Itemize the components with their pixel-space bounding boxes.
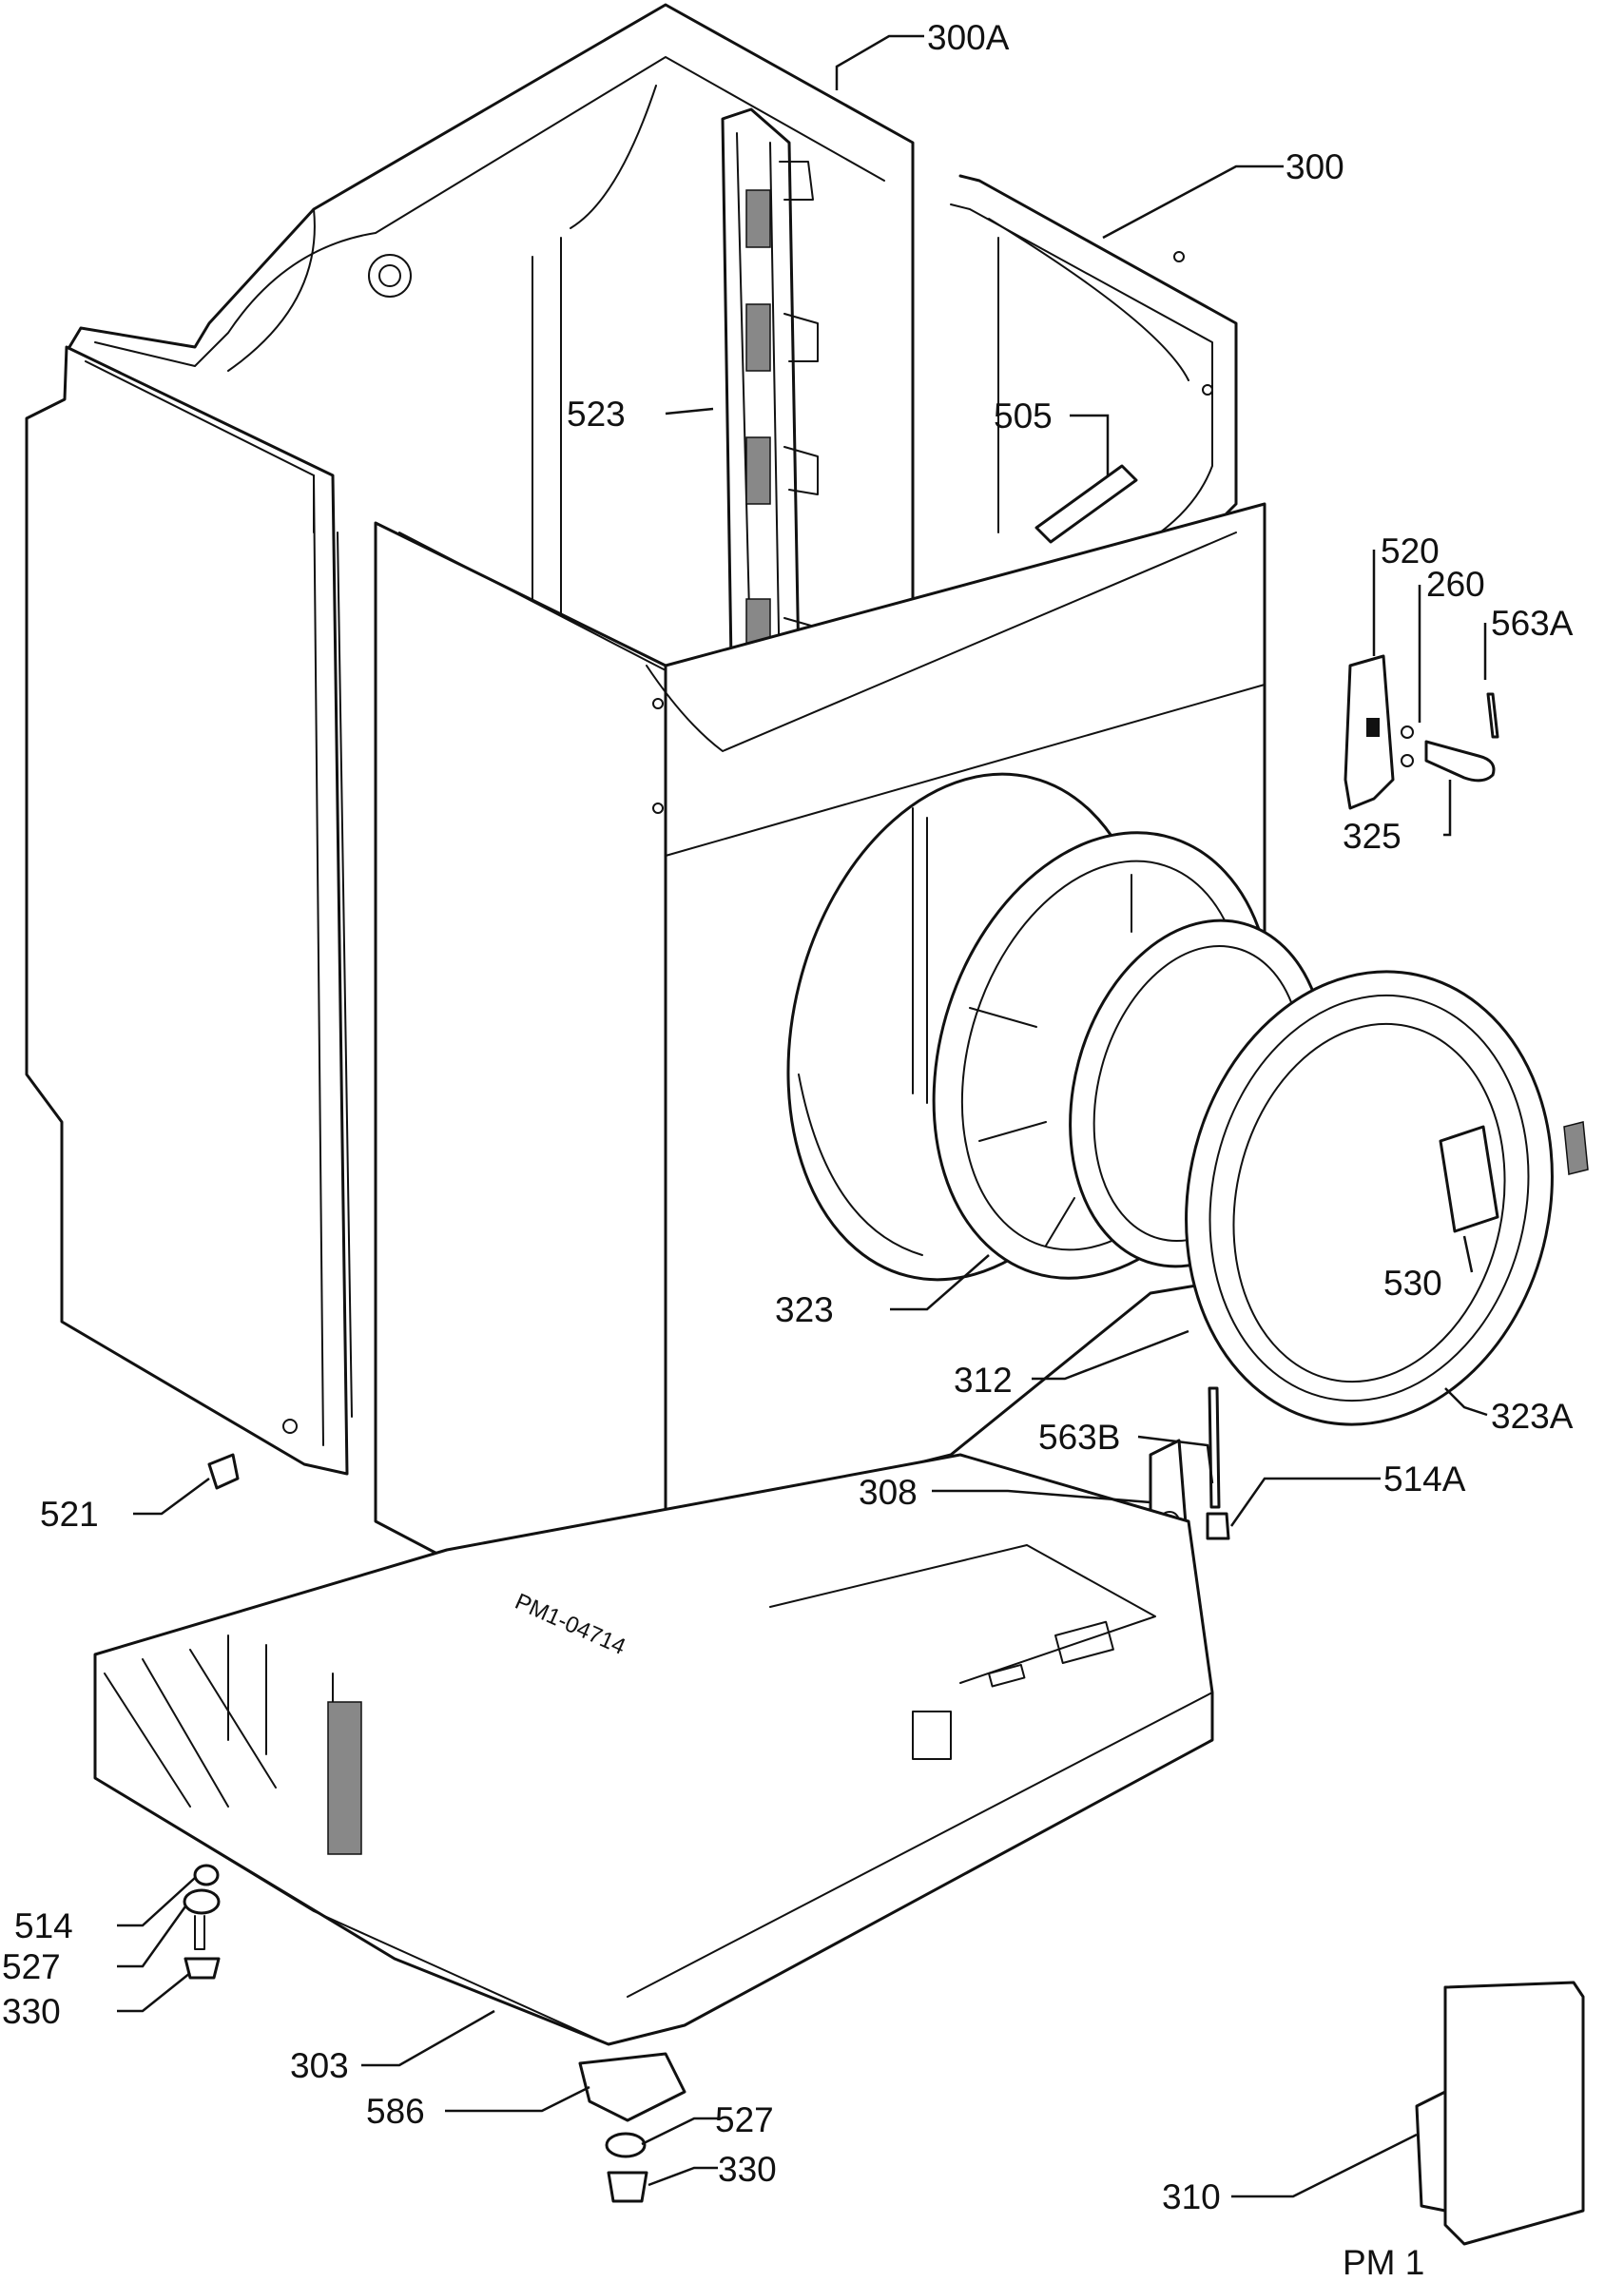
- label-303: 303: [290, 2046, 349, 2085]
- label-308: 308: [859, 1473, 918, 1512]
- left-foot-part: [183, 1864, 221, 1980]
- page-code: PM 1: [1343, 2243, 1424, 2282]
- label-514A: 514A: [1383, 1460, 1466, 1499]
- label-323A: 323A: [1491, 1397, 1574, 1436]
- label-310: 310: [1162, 2177, 1221, 2216]
- door-lock-part: [1344, 654, 1499, 810]
- right-foot-part: [578, 2052, 686, 2203]
- label-300: 300: [1286, 147, 1344, 186]
- label-300A: 300A: [927, 18, 1010, 57]
- label-325: 325: [1343, 817, 1402, 856]
- label-527-right: 527: [715, 2100, 774, 2139]
- label-521: 521: [40, 1495, 99, 1534]
- label-312: 312: [954, 1361, 1013, 1400]
- label-527-left: 527: [2, 1947, 61, 1986]
- right-side-panel-part: [950, 174, 1238, 567]
- drum-gasket-part: [932, 831, 1327, 1280]
- part-labels: 300A 300 523 505 520 260 563A 325 530 32…: [2, 18, 1574, 2216]
- label-330-left: 330: [2, 1992, 61, 2031]
- tube-part: [1034, 464, 1138, 544]
- leader-lines: [117, 34, 1488, 2198]
- label-586: 586: [366, 2092, 425, 2131]
- label-563A: 563A: [1491, 604, 1574, 643]
- inner-rear-panel-part: [721, 107, 819, 725]
- label-330-right: 330: [718, 2150, 777, 2189]
- label-563B: 563B: [1038, 1418, 1120, 1457]
- left-side-panel-part: [25, 345, 353, 1476]
- label-520: 520: [1381, 532, 1440, 570]
- label-514: 514: [14, 1906, 73, 1945]
- label-530: 530: [1383, 1264, 1442, 1303]
- label-260: 260: [1426, 565, 1485, 604]
- door-part: [1185, 970, 1589, 1426]
- label-523: 523: [567, 395, 626, 434]
- screw-part: [207, 1453, 240, 1490]
- kickplate-part: [1415, 1981, 1585, 2246]
- base-frame-part: [93, 1453, 1214, 2046]
- label-323: 323: [775, 1290, 834, 1329]
- label-505: 505: [994, 396, 1053, 435]
